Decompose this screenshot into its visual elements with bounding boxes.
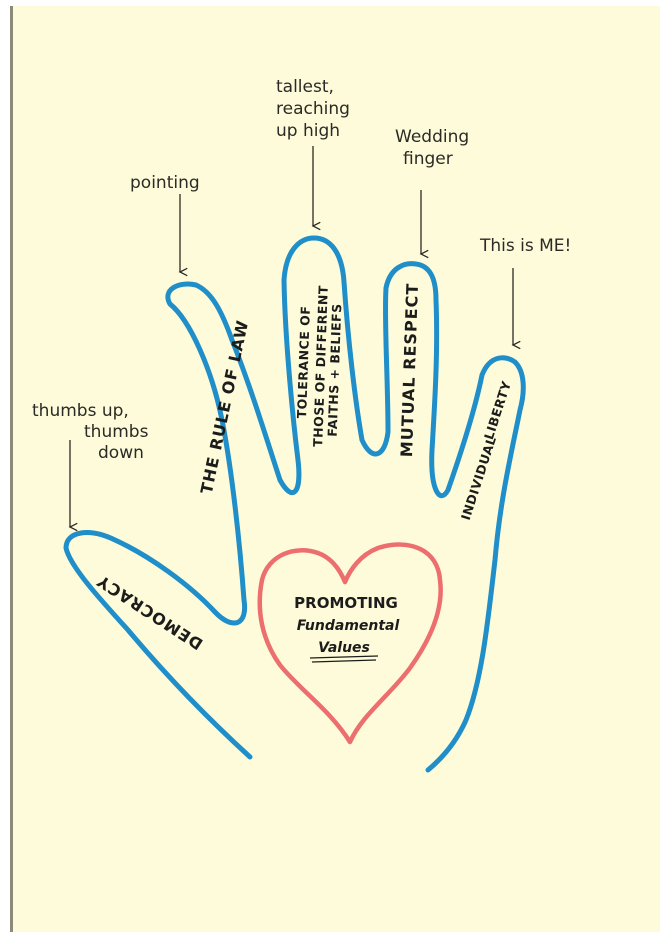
- heart-text-values: Values: [318, 640, 370, 656]
- finger-label-mutual-respect: MUTUAL RESPECT: [397, 282, 422, 457]
- annotation-ring-line1: Wedding: [395, 127, 469, 147]
- annotation-index: pointing: [130, 173, 200, 193]
- finger-label-tolerance-line1: TOLERANCE OF: [294, 305, 313, 418]
- annotation-pinky: This is ME!: [479, 236, 571, 256]
- finger-label-liberty-line2: LIBERTY: [481, 378, 514, 441]
- finger-label-rule-of-law: THE RULE OF LAW: [197, 318, 252, 495]
- heart-text-fundamental: Fundamental: [297, 618, 400, 634]
- annotation-thumb-line1: thumbs up,: [32, 401, 129, 421]
- annotation-middle-line1: tallest,: [276, 77, 334, 97]
- annotation-thumb-line2: thumbs: [84, 422, 149, 442]
- annotation-ring-line2: finger: [403, 149, 453, 169]
- values-underline-2: [312, 660, 376, 662]
- hand-outline: [66, 238, 523, 770]
- annotation-middle-line3: up high: [276, 121, 340, 141]
- annotation-thumb-line3: down: [98, 443, 144, 463]
- annotation-middle-line2: reaching: [276, 99, 350, 119]
- heart-text-promoting: PROMOTING: [294, 594, 398, 612]
- values-underline: [310, 656, 378, 658]
